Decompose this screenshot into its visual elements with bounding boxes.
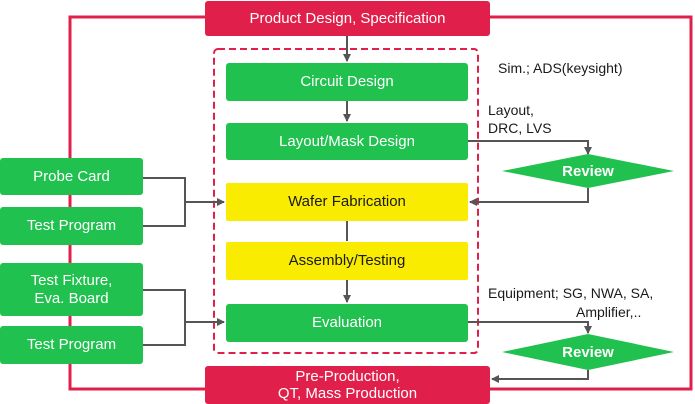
pre-production-box: Pre-Production, QT, Mass Production xyxy=(205,366,490,404)
arrow-review-2-to-bottom xyxy=(491,370,589,383)
review-label-1: Review xyxy=(562,162,614,180)
circuit-design-box: Circuit Design xyxy=(226,63,468,101)
outer-feedback-loop xyxy=(68,15,693,391)
sim-note: Sim.; ADS(keysight) xyxy=(498,60,623,76)
review-label-2: Review xyxy=(562,343,614,361)
test-program-box-2: Test Program xyxy=(0,326,143,364)
test-fixture-box: Test Fixture, Eva. Board xyxy=(0,263,143,316)
wafer-fabrication-box: Wafer Fabrication xyxy=(226,183,468,221)
product-design-box: Product Design, Specification xyxy=(205,1,490,36)
evaluation-box: Evaluation xyxy=(226,304,468,342)
layout-note: Layout, DRC, LVS xyxy=(488,102,552,137)
equipment-note-line2: Amplifier,.. xyxy=(576,304,642,320)
layout-mask-design-box: Layout/Mask Design xyxy=(226,123,468,160)
arrow-layout-to-review-1 xyxy=(468,140,592,155)
connector-test-fixture xyxy=(143,289,186,346)
assembly-testing-box: Assembly/Testing xyxy=(226,242,468,280)
arrow-review-1-to-wafer xyxy=(469,188,589,206)
arrow-eval-to-review-2 xyxy=(468,321,592,334)
probe-card-box: Probe Card xyxy=(0,158,143,195)
equipment-note-line1: Equipment; SG, NWA, SA, xyxy=(488,285,654,301)
connector-probe-card xyxy=(143,177,186,227)
review-diamond-2 xyxy=(502,334,674,370)
test-program-box-1: Test Program xyxy=(0,207,143,245)
review-diamond-1 xyxy=(502,154,674,188)
